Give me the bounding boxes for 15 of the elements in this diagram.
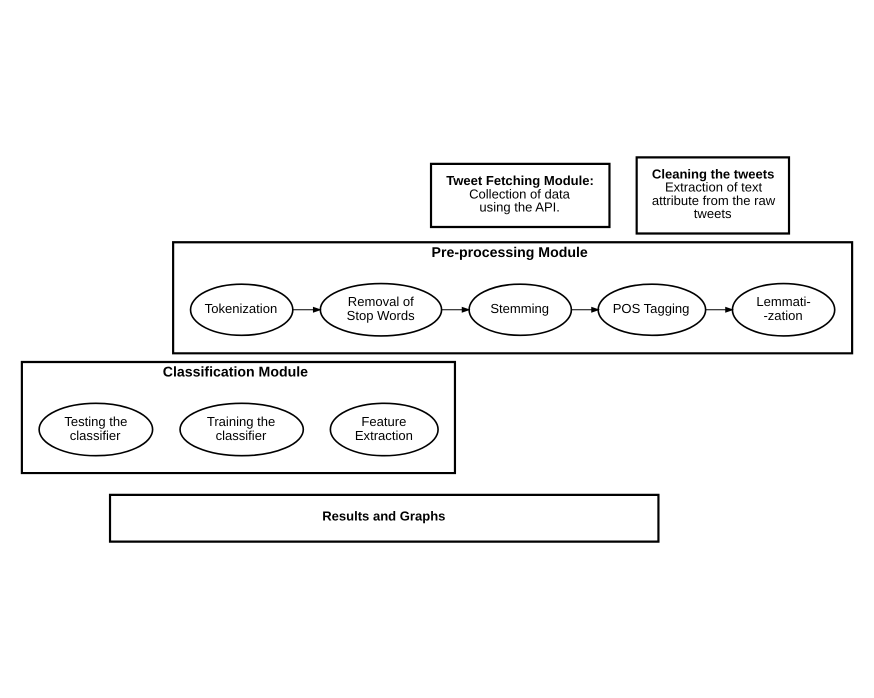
node-ellipse: Stemming [468, 282, 572, 336]
arrow [706, 306, 734, 312]
node-ellipse: Training the classifier [179, 402, 304, 456]
arrow [572, 306, 600, 312]
node-ellipse: POS Tagging [597, 282, 706, 336]
node-ellipse: Tokenization [190, 282, 294, 336]
node-ellipse: Removal of Stop Words [320, 282, 442, 336]
node-ellipse: Lemmati- -zation [732, 282, 836, 336]
arrow [292, 306, 322, 312]
node-box: Cleaning the tweets Extraction of text attribute from the raw tweets [636, 156, 790, 234]
arrow [442, 306, 470, 312]
node-ellipse: Testing the classifier [38, 402, 154, 456]
node-ellipse: Feature Extraction [330, 402, 439, 456]
node-box: Results and Graphs [108, 493, 660, 542]
node-box: Tweet Fetching Module: Collection of data using the API. [430, 162, 611, 228]
